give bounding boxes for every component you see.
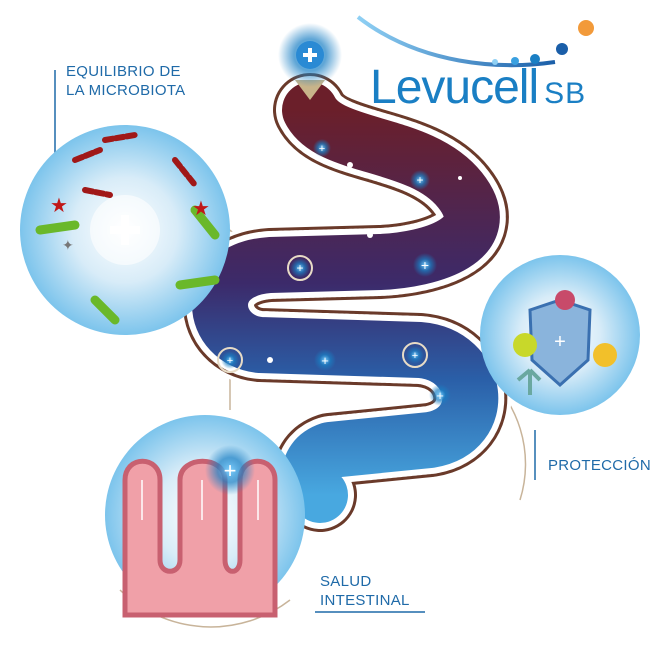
- label-microbiota: EQUILIBRIO DE LA MICROBIOTA: [66, 62, 185, 100]
- intestinal-villi-bubble: +: [105, 415, 305, 618]
- label-line: LA MICROBIOTA: [66, 82, 186, 99]
- microbiota-bubble: ★ ★ ✦: [20, 125, 230, 335]
- svg-text:+: +: [319, 143, 325, 155]
- svg-text:+: +: [436, 388, 444, 403]
- protection-bubble: +: [480, 255, 640, 415]
- intestine: [179, 69, 513, 536]
- svg-text:+: +: [421, 257, 429, 273]
- svg-text:+: +: [321, 353, 329, 368]
- label-line: SALUD: [320, 573, 372, 590]
- brand-suffix: SB: [544, 77, 587, 110]
- label-protection: PROTECCIÓN: [548, 457, 652, 474]
- svg-text:✦: ✦: [62, 237, 74, 253]
- brand-logo-mark: [356, 15, 594, 68]
- svg-text:+: +: [296, 261, 303, 275]
- svg-text:+: +: [224, 458, 237, 483]
- svg-text:★: ★: [50, 195, 68, 217]
- label-line: INTESTINAL: [320, 592, 410, 609]
- label-intestinal: SALUD INTESTINAL: [320, 572, 410, 610]
- svg-text:+: +: [554, 331, 566, 353]
- svg-text:+: +: [416, 173, 423, 187]
- brand-name: Levucell: [370, 61, 539, 114]
- svg-text:★: ★: [192, 198, 210, 220]
- probiotic-cells: + + + + + + + +: [221, 139, 462, 406]
- svg-text:+: +: [412, 350, 418, 362]
- label-line: EQUILIBRIO DE: [66, 63, 181, 80]
- probiotic-icon: [278, 23, 342, 100]
- svg-text:+: +: [227, 355, 233, 367]
